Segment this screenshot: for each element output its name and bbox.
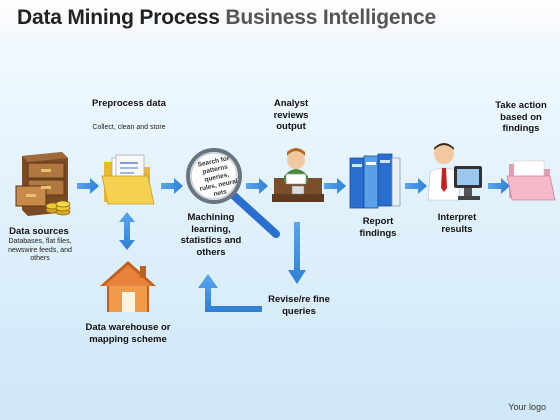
arrow-analyst-to-revise	[288, 222, 306, 284]
books-icon	[349, 153, 401, 209]
filing-cabinet-icon	[15, 152, 71, 216]
house-icon	[100, 261, 156, 312]
action-label: Take action based on findings	[495, 100, 547, 134]
arrow-interpret-to-action	[488, 178, 510, 194]
lens-text: Search for patterns queries, rules, neur…	[197, 155, 239, 198]
folder-documents-icon	[101, 154, 155, 205]
preprocess-label: Preprocess data	[92, 98, 166, 109]
arrow-report-to-interpret	[405, 178, 427, 194]
revise-label: Revise/re fine queries	[268, 294, 330, 317]
analyst-reading-icon	[272, 148, 324, 202]
arrow-revise-to-machining	[198, 274, 262, 312]
pink-folder-icon	[506, 160, 556, 201]
arrow-machining-to-analyst	[246, 178, 268, 194]
title-band	[0, 0, 560, 40]
magnifying-glass-icon	[186, 148, 280, 238]
arrow-preprocess-to-machining	[161, 178, 183, 194]
report-label: Report findings	[359, 216, 397, 239]
analyst-label: Analyst reviews output	[273, 98, 309, 132]
data-sources-label: Data sources	[9, 226, 69, 237]
interpret-label: Interpret results	[437, 212, 477, 235]
title-bold: Data Mining Process	[17, 6, 220, 29]
arrow-analyst-to-report	[324, 178, 346, 194]
arrow-sources-to-preprocess	[77, 178, 99, 194]
page-title: Data Mining Process Business Intelligenc…	[17, 6, 436, 30]
machining-label: Machining learning, statistics and other…	[180, 212, 242, 258]
data-sources-sub: Databases, flat files, newswire feeds, a…	[8, 238, 72, 262]
logo-placeholder: Your logo	[508, 402, 546, 412]
warehouse-label: Data warehouse or mapping scheme	[85, 322, 171, 345]
preprocess-sub: Collect, clean and store	[92, 124, 166, 131]
title-light: Business Intelligence	[225, 6, 436, 29]
arrow-preprocess-warehouse	[119, 212, 135, 250]
man-at-computer-icon	[427, 143, 482, 201]
